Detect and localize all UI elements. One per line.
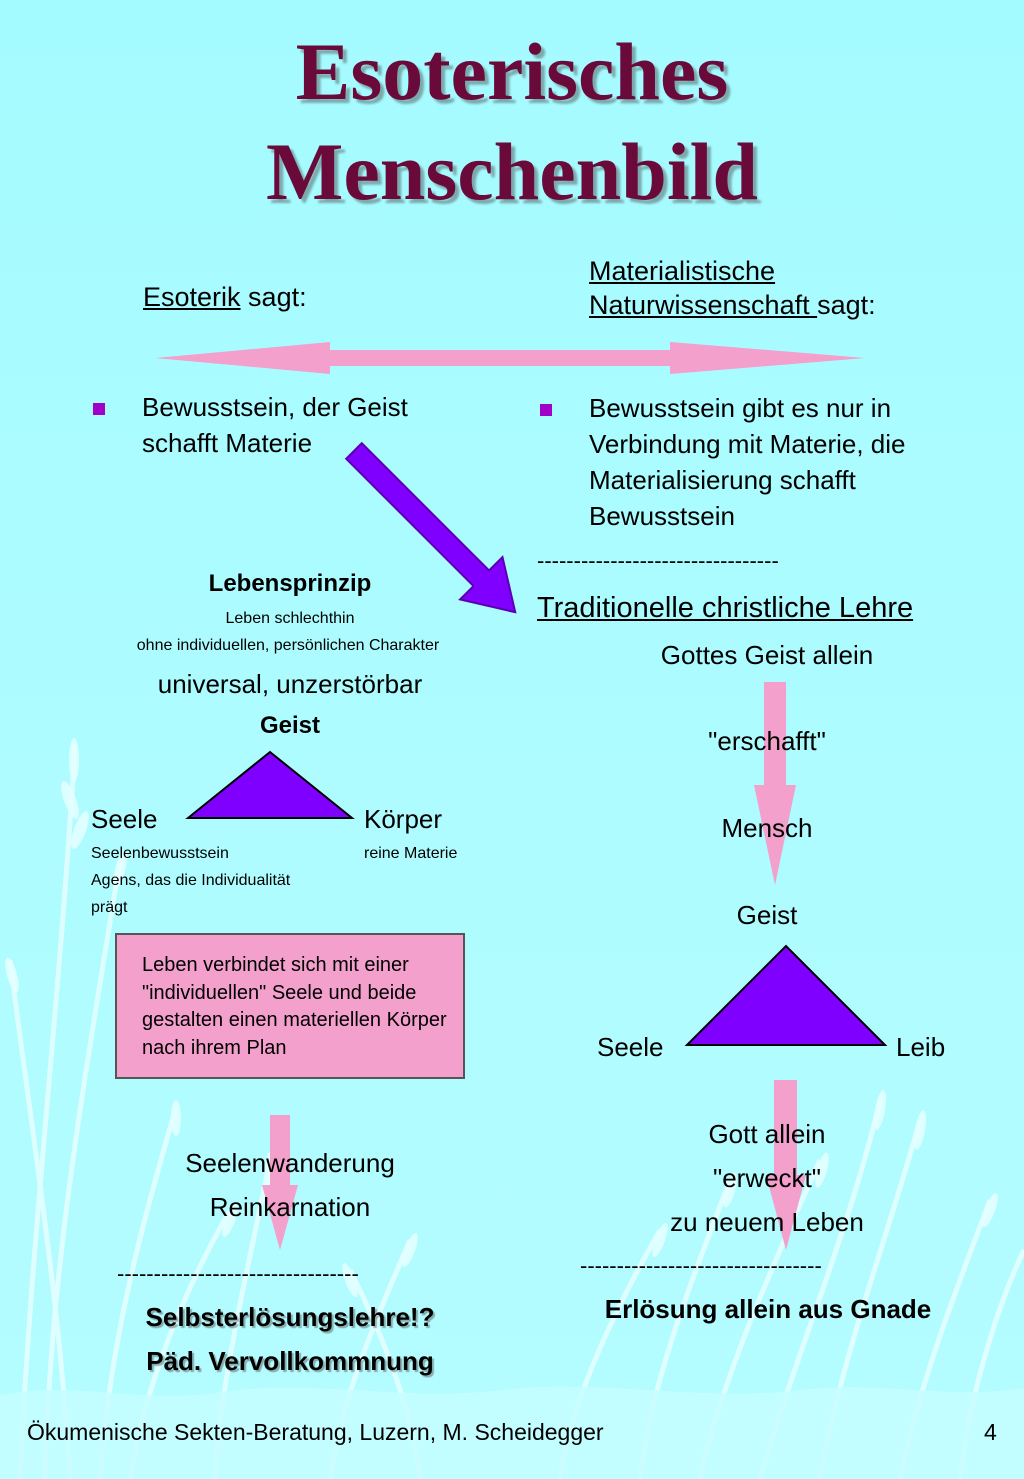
left-geist-label: Geist — [259, 712, 321, 739]
pink-box-text: Leben verbindet sich mit einer "individu… — [142, 952, 502, 1062]
down-arrow-reincarnation — [262, 1115, 298, 1250]
right-triangle — [684, 944, 888, 1046]
seele-desc-line-1: Seelenbewusstsein — [91, 845, 229, 862]
box-line-3: gestalten einen materiellen Körper — [142, 1009, 447, 1031]
box-line-1: Leben verbindet sich mit einer — [142, 954, 409, 976]
left-bullet-line-2: schafft Materie — [142, 428, 313, 458]
down-arrow-resurrection — [766, 1080, 806, 1250]
principle-title: Lebensprinzip — [208, 570, 372, 597]
footer-credit: Ökumenische Sekten-Beratung, Luzern, M. … — [27, 1419, 604, 1445]
title-line-1: Esoterisches — [295, 26, 729, 117]
left-heading: Esoterik sagt: — [143, 280, 307, 314]
double-arrow — [155, 342, 865, 374]
left-conclusion-1: Selbsterlösungslehre!? — [145, 1302, 435, 1332]
tradition-heading: Traditionelle christliche Lehre — [537, 592, 914, 624]
left-conclusion-2: Päd. Vervollkommnung — [146, 1346, 434, 1376]
left-bullet-text: Bewusstsein, der Geist schafft Materie — [142, 389, 408, 461]
right-conclusion: Erlösung allein aus Gnade — [604, 1294, 932, 1324]
right-bullet-line-4: Bewusstsein — [589, 501, 735, 531]
erschafft-label: "erschafft" — [708, 726, 826, 756]
left-koerper-label: Körper — [364, 804, 443, 834]
right-bullet-line-1: Bewusstsein gibt es nur in — [589, 393, 892, 423]
left-heading-rest: sagt: — [240, 282, 307, 312]
right-heading-rest: sagt: — [817, 290, 876, 320]
principle-line-3: universal, unzerstörbar — [157, 669, 423, 699]
right-heading: Materialistische Naturwissenschaft sagt: — [589, 254, 876, 322]
principle-line-2: ohne individuellen, persönlichen Charakt… — [136, 637, 440, 654]
right-bullet-marker — [540, 404, 552, 416]
neues-leben-label: zu neuem Leben — [670, 1207, 864, 1237]
down-arrow-creation — [754, 682, 796, 885]
principle-line-1: Leben schlechthin — [225, 610, 355, 627]
pink-info-box — [115, 933, 465, 1079]
diagonal-arrow — [344, 441, 517, 614]
page-title: Esoterisches Menschenbild — [0, 22, 1024, 222]
erweckt-label: "erweckt" — [712, 1163, 822, 1193]
page-number: 4 — [984, 1419, 997, 1445]
seelenwanderung-label: Seelenwanderung — [185, 1148, 395, 1178]
gottes-geist-label: Gottes Geist allein — [660, 640, 874, 670]
right-heading-line-1: Materialistische — [589, 256, 776, 286]
right-divider-2: --------------------------------- — [580, 1253, 822, 1278]
box-line-4: nach ihrem Plan — [142, 1036, 287, 1059]
right-bullet-text: Bewusstsein gibt es nur in Verbindung mi… — [589, 390, 906, 534]
esoterik-label: Esoterik — [143, 282, 241, 312]
box-line-2: "individuellen" Seele und beide — [142, 981, 417, 1004]
seele-desc-line-3: prägt — [91, 899, 128, 916]
right-bullet-line-3: Materialisierung schafft — [589, 465, 856, 495]
left-bullet-marker — [93, 403, 105, 415]
right-divider-1: --------------------------------- — [537, 548, 779, 573]
seele-desc-line-2: Agens, das die Individualität — [91, 872, 291, 889]
seele-description: Seelenbewusstsein Agens, das die Individ… — [91, 840, 290, 921]
right-leib-label: Leib — [896, 1032, 946, 1062]
right-geist-label: Geist — [736, 900, 798, 930]
left-seele-label: Seele — [91, 804, 158, 834]
left-divider: --------------------------------- — [117, 1261, 359, 1286]
left-bullet-line-1: Bewusstsein, der Geist — [142, 392, 408, 422]
right-bullet-line-2: Verbindung mit Materie, die — [589, 429, 906, 459]
reinkarnation-label: Reinkarnation — [209, 1192, 371, 1222]
right-seele-label: Seele — [597, 1032, 664, 1062]
gott-allein-label: Gott allein — [708, 1119, 826, 1149]
koerper-description: reine Materie — [364, 845, 458, 862]
right-heading-underlined: Naturwissenschaft — [589, 290, 818, 320]
left-triangle — [185, 750, 355, 819]
title-line-2: Menschenbild — [265, 126, 759, 217]
mensch-label: Mensch — [721, 813, 813, 843]
